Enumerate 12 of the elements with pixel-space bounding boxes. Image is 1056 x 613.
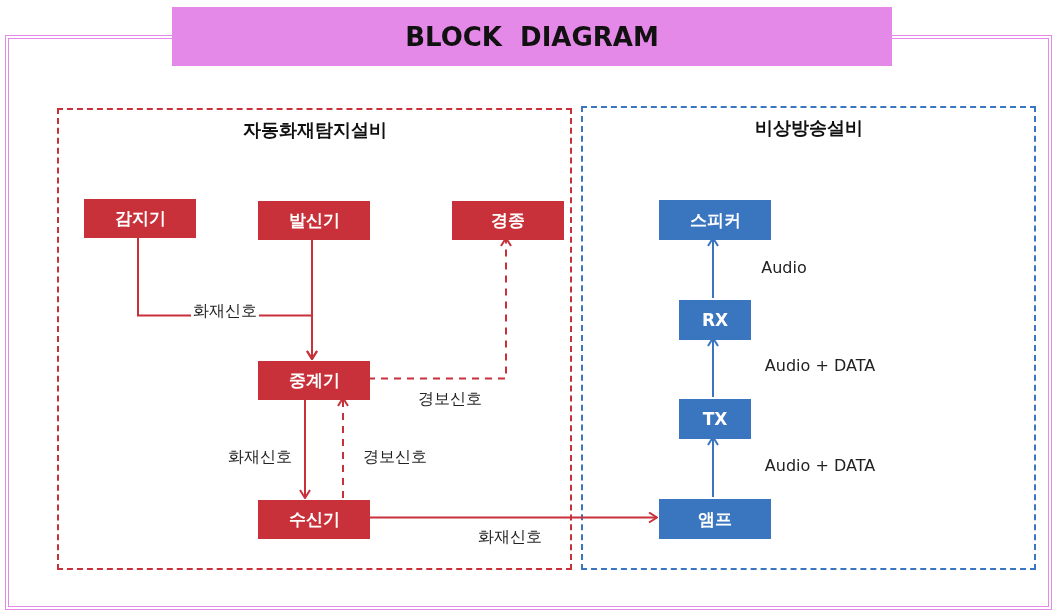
process-box: TX xyxy=(679,399,751,439)
title-banner: BLOCK DIAGRAM xyxy=(172,7,892,66)
process-box: 수신기 xyxy=(258,500,370,539)
group-heading: 비상방송설비 xyxy=(753,116,864,140)
process-box: RX xyxy=(679,300,751,340)
process-box: 앰프 xyxy=(659,499,771,539)
process-box: 중계기 xyxy=(258,361,370,400)
process-box: 경종 xyxy=(452,201,564,240)
group-heading: 자동화재탐지설비 xyxy=(241,118,388,142)
process-box: 발신기 xyxy=(258,201,370,240)
process-box: 스피커 xyxy=(659,200,771,240)
process-box: 감지기 xyxy=(84,199,196,238)
